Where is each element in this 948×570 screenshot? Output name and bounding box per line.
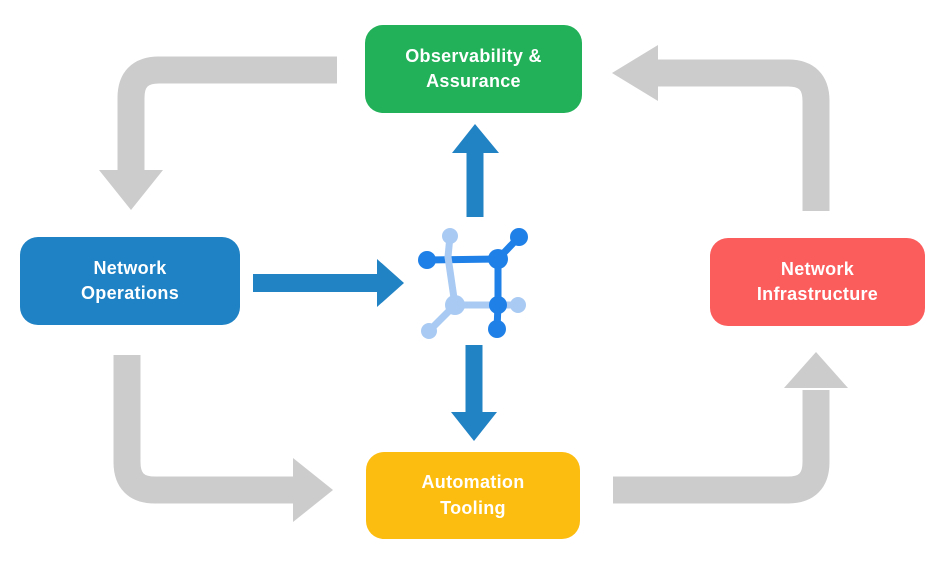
node-label-line2: Operations — [80, 283, 180, 303]
arrowhead-down-icon — [99, 170, 163, 210]
node-label-line2: Tooling — [440, 497, 506, 518]
cycle-arrow-observability-to-operations — [99, 56, 337, 210]
node-label: Automation Tooling — [422, 470, 525, 520]
node-label: Observability & Assurance — [405, 44, 542, 94]
node-label-line1: Network — [780, 258, 855, 279]
flow-arrow-operations-to-center — [253, 259, 404, 307]
arrowhead-right-icon — [293, 458, 333, 522]
arrowhead-up-icon — [452, 124, 499, 153]
arrowhead-right-icon — [377, 259, 404, 307]
node-label: Network Infrastructure — [757, 257, 878, 307]
node-label-line2: Infrastructure — [756, 284, 879, 304]
node-label-line1: Network — [93, 257, 167, 278]
node-network-operations: Network Operations — [20, 237, 240, 325]
node-network-infrastructure: Network Infrastructure — [710, 238, 925, 326]
node-label-line1: Automation — [421, 472, 525, 493]
flow-arrow-center-to-automation — [451, 345, 497, 441]
network-mesh-icon — [418, 228, 528, 339]
cycle-arrow-infrastructure-to-observability — [612, 45, 830, 211]
node-observability-assurance: Observability & Assurance — [365, 25, 582, 113]
arrowhead-left-icon — [612, 45, 658, 101]
node-label-line2: Assurance — [426, 71, 521, 91]
flow-arrow-center-to-observability — [452, 124, 499, 217]
node-label-line1: Observability & — [405, 45, 542, 66]
arrowhead-down-icon — [451, 412, 497, 441]
node-automation-tooling: Automation Tooling — [366, 452, 580, 539]
cycle-arrow-operations-to-automation — [113, 355, 333, 522]
cycle-arrow-automation-to-infrastructure — [613, 352, 848, 504]
node-label: Network Operations — [81, 256, 179, 306]
arrowhead-up-icon — [784, 352, 848, 388]
